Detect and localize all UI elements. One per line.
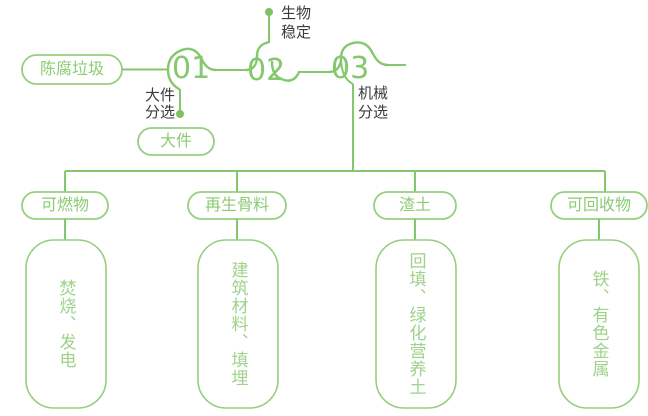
source-pill-label: 陈腐垃圾 (39, 61, 105, 78)
arc-03-right (370, 50, 390, 67)
destination-box-shape-2 (375, 239, 457, 409)
destination-box-shape-1 (197, 239, 279, 409)
branch-pill-label-2: 渣土 (398, 197, 432, 214)
destination-box-3: 铁、有色金属 (559, 240, 639, 408)
arc-01-down (166, 68, 181, 91)
dot-shengwu-wending (265, 8, 273, 16)
arc-01-right (199, 56, 218, 72)
destination-box-shape-3 (558, 239, 640, 409)
arc-01-top (180, 47, 203, 60)
destination-box-shape-0 (25, 239, 107, 409)
arc-01-left (166, 48, 184, 71)
arc-02-left (244, 54, 259, 72)
branch-pill-label-1: 再生骨料 (204, 197, 270, 214)
daijian-pill-shape (137, 127, 215, 156)
stage-number-03: 03 (331, 51, 370, 86)
destination-label-2: 回填、绿化营养土 (406, 252, 426, 396)
stage-03-process-line1: 机械 (358, 85, 389, 102)
stage-number-02: 02 (247, 53, 286, 88)
stage-01-process-line1: 大件 (144, 87, 176, 104)
destination-label-1: 建筑材料、填埋 (228, 261, 248, 387)
destination-label-0: 焚烧、发电 (56, 279, 76, 369)
destination-box-0: 焚烧、发电 (26, 240, 106, 408)
daijian-pill-label: 大件 (159, 133, 193, 150)
stage-03-process-line2: 分选 (358, 104, 389, 121)
stage-01-process-line2: 分选 (144, 104, 176, 121)
stage-number-01: 01 (172, 51, 211, 86)
destination-box-2: 回填、绿化营养土 (376, 240, 456, 408)
arc-03-left-down (339, 41, 355, 60)
arc-02-left-top (255, 40, 271, 58)
stage-02-process-line2: 稳定 (281, 24, 312, 41)
dot-daijian (176, 110, 184, 118)
arc-02-right (270, 60, 286, 82)
arc-02-right-bottom (282, 70, 301, 82)
branch-pill-label-3: 可回收物 (566, 197, 632, 214)
stage-02-process-line1: 生物 (281, 5, 312, 22)
arc-03-top (351, 41, 374, 54)
branch-pill-label-0: 可燃物 (40, 197, 90, 214)
destination-label-3: 铁、有色金属 (589, 270, 609, 378)
destination-box-1: 建筑材料、填埋 (198, 240, 278, 408)
connector-03-down (340, 57, 354, 85)
